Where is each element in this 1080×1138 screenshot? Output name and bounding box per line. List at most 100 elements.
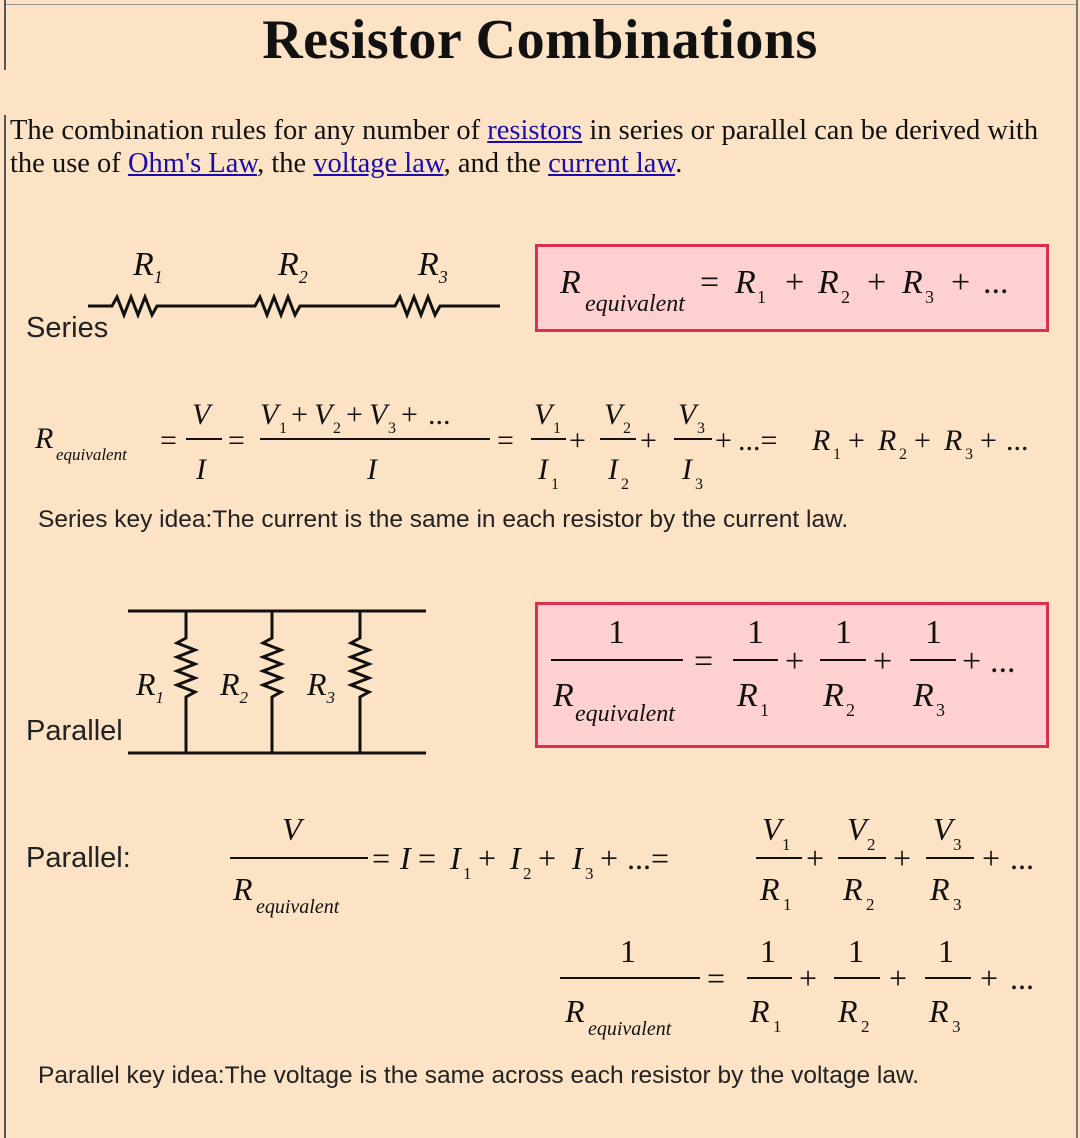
svg-text:I: I — [537, 453, 550, 486]
svg-text:2: 2 — [841, 287, 850, 307]
svg-text:I: I — [681, 453, 694, 486]
svg-text:2: 2 — [623, 420, 631, 437]
svg-text:+: + — [914, 424, 931, 457]
svg-text:+: + — [980, 960, 998, 996]
svg-text:+: + — [715, 424, 732, 457]
svg-text:3: 3 — [697, 420, 705, 437]
svg-text:1: 1 — [620, 933, 636, 969]
svg-text:1: 1 — [833, 446, 841, 463]
svg-text:...=: ...= — [627, 840, 669, 876]
svg-text:+: + — [806, 840, 824, 876]
svg-text:+: + — [785, 643, 804, 680]
link-ohms-law[interactable]: Ohm's Law — [127, 148, 258, 179]
svg-text:3: 3 — [952, 1017, 961, 1036]
svg-text:V: V — [604, 398, 626, 431]
link-voltage-law[interactable]: voltage law — [313, 148, 444, 179]
svg-text:R: R — [749, 993, 770, 1029]
svg-text:V: V — [314, 398, 336, 431]
svg-text:3: 3 — [585, 864, 594, 883]
svg-text:...=: ...= — [738, 424, 777, 457]
svg-text:R: R — [912, 677, 934, 714]
svg-text:3: 3 — [953, 835, 962, 854]
svg-text:equivalent: equivalent — [256, 896, 340, 918]
svg-text:1: 1 — [925, 614, 942, 651]
link-resistors[interactable]: resistors — [487, 115, 583, 146]
svg-text:R: R — [759, 871, 780, 907]
svg-text:+: + — [799, 960, 817, 996]
svg-text:+: + — [873, 643, 892, 680]
parallel-colon-label: Parallel: — [26, 842, 131, 874]
intro-text: , the — [257, 148, 314, 179]
svg-text:+: + — [346, 398, 363, 431]
svg-text:+: + — [867, 264, 886, 301]
svg-text:+: + — [962, 643, 981, 680]
svg-text:2: 2 — [621, 476, 629, 493]
svg-text:+: + — [785, 264, 804, 301]
intro-text: , and the — [443, 148, 549, 179]
svg-text:+: + — [569, 424, 586, 457]
svg-text:+: + — [951, 264, 970, 301]
svg-text:I: I — [399, 840, 412, 876]
svg-text:+: + — [893, 840, 911, 876]
svg-text:I: I — [195, 453, 208, 486]
svg-text:1: 1 — [938, 933, 954, 969]
svg-text:1: 1 — [757, 287, 766, 307]
svg-text:R: R — [943, 424, 962, 457]
svg-text:2: 2 — [523, 864, 532, 883]
svg-text:1: 1 — [835, 614, 852, 651]
svg-text:R: R — [822, 677, 844, 714]
svg-text:R: R — [817, 264, 839, 301]
svg-text:V: V — [282, 811, 305, 847]
svg-text:...: ... — [990, 643, 1016, 680]
svg-text:1: 1 — [463, 864, 472, 883]
svg-text:3: 3 — [953, 895, 962, 914]
svg-text:R: R — [559, 264, 581, 301]
svg-text:=: = — [372, 840, 390, 876]
intro-paragraph: The combination rules for any number of … — [10, 114, 1070, 180]
svg-text:=: = — [700, 264, 719, 301]
svg-text:1: 1 — [773, 1017, 782, 1036]
svg-text:=: = — [418, 840, 436, 876]
svg-text:1: 1 — [553, 420, 561, 437]
link-current-law[interactable]: current law — [548, 148, 676, 179]
svg-text:2: 2 — [867, 835, 876, 854]
svg-text:3: 3 — [388, 420, 396, 437]
svg-text:...: ... — [428, 398, 451, 431]
svg-text:R: R — [928, 993, 949, 1029]
parallel-key-idea: Parallel key idea:The voltage is the sam… — [38, 1062, 920, 1089]
svg-text:V: V — [678, 398, 700, 431]
svg-text:=: = — [497, 424, 514, 457]
frame-border-right — [1076, 0, 1078, 1138]
series-formula-box — [535, 244, 1049, 332]
svg-text:R: R — [842, 871, 863, 907]
page-title: Resistor Combinations — [262, 9, 818, 71]
svg-text:1: 1 — [760, 700, 769, 720]
parallel-formula-box — [535, 602, 1049, 748]
svg-text:equivalent: equivalent — [585, 291, 686, 317]
series-key-idea: Series key idea:The current is the same … — [38, 506, 849, 533]
svg-text:I: I — [366, 453, 379, 486]
svg-text:1: 1 — [279, 420, 287, 437]
svg-text:1: 1 — [608, 614, 625, 651]
svg-text:1: 1 — [848, 933, 864, 969]
svg-text:I: I — [571, 840, 584, 876]
svg-text:=: = — [694, 643, 713, 680]
series-label: Series — [26, 312, 109, 344]
frame-border-left — [4, 0, 6, 70]
svg-text:+: + — [848, 424, 865, 457]
svg-text:equivalent: equivalent — [56, 445, 128, 464]
svg-text:V: V — [933, 811, 956, 847]
svg-text:R: R — [552, 677, 574, 714]
svg-text:2: 2 — [861, 1017, 870, 1036]
svg-text:1: 1 — [760, 933, 776, 969]
svg-text:...: ... — [983, 264, 1009, 301]
svg-text:+: + — [889, 960, 907, 996]
svg-text:+: + — [980, 424, 997, 457]
svg-text:2: 2 — [333, 420, 341, 437]
svg-text:I: I — [449, 840, 462, 876]
svg-text:+: + — [982, 840, 1000, 876]
svg-text:+: + — [291, 398, 308, 431]
